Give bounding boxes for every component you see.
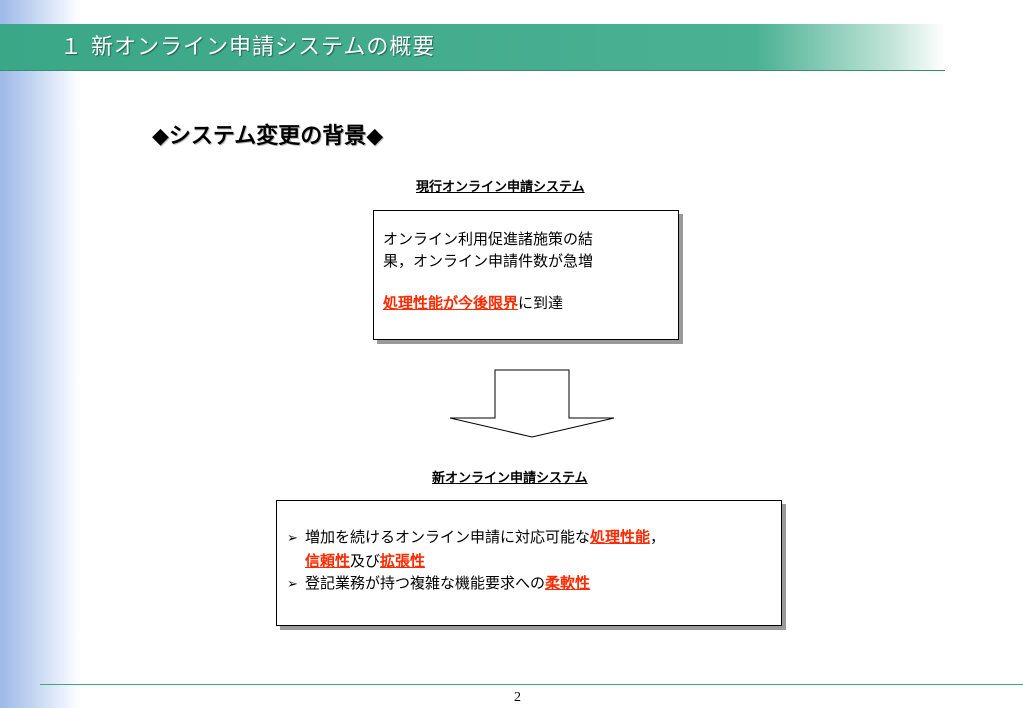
item-1-conjunction: 及び: [350, 552, 381, 570]
new-system-label: 新オンライン申請システム: [432, 471, 588, 486]
current-system-label: 現行オンライン申請システム: [416, 180, 585, 195]
footer-divider: [40, 684, 1023, 685]
slide-title: １ 新オンライン申請システムの概要: [60, 35, 436, 60]
current-system-box: オンライン利用促進諸施策の結 果，オンライン申請件数が急増 処理性能が今後限界に…: [373, 210, 679, 340]
list-item: ➢ 登記業務が持つ複雑な機能要求への柔軟性: [287, 572, 773, 596]
current-system-line-1: オンライン利用促進諸施策の結: [383, 230, 594, 248]
list-item-continuation: 信頼性及び拡張性: [287, 550, 773, 572]
list-item-text: 増加を続けるオンライン申請に対応可能な処理性能，: [305, 526, 665, 548]
down-arrow-icon: [449, 369, 615, 438]
left-gradient-decoration: [0, 0, 80, 708]
highlight-flexibility: 柔軟性: [545, 574, 591, 592]
highlight-reliability: 信頼性: [305, 552, 351, 570]
list-item: ➢ 増加を続けるオンライン申請に対応可能な処理性能，: [287, 526, 773, 550]
item-1-text: 増加を続けるオンライン申請に対応可能な: [305, 528, 591, 546]
new-system-box: ➢ 増加を続けるオンライン申請に対応可能な処理性能， 信頼性及び拡張性 ➢ 登記…: [276, 500, 782, 626]
highlight-scalability: 拡張性: [380, 552, 426, 570]
header-divider: [0, 70, 945, 71]
header-bar: [0, 24, 945, 70]
section-heading: ◆システム変更の背景◆: [152, 124, 384, 149]
highlight-performance-limit: 処理性能が今後限界: [383, 294, 519, 312]
current-system-conclusion: 処理性能が今後限界に到達: [383, 292, 670, 314]
list-item-text: 登記業務が持つ複雑な機能要求への柔軟性: [305, 572, 590, 594]
item-2-text: 登記業務が持つ複雑な機能要求への: [305, 574, 546, 592]
conclusion-suffix: に到達: [518, 294, 564, 312]
current-system-line-2: 果，オンライン申請件数が急増: [383, 252, 594, 270]
page-number: 2: [514, 690, 521, 705]
arrow-bullet-icon: ➢: [287, 577, 298, 592]
item-1-comma: ，: [650, 528, 666, 546]
arrow-bullet-icon: ➢: [287, 531, 298, 546]
highlight-performance: 処理性能: [590, 528, 651, 546]
